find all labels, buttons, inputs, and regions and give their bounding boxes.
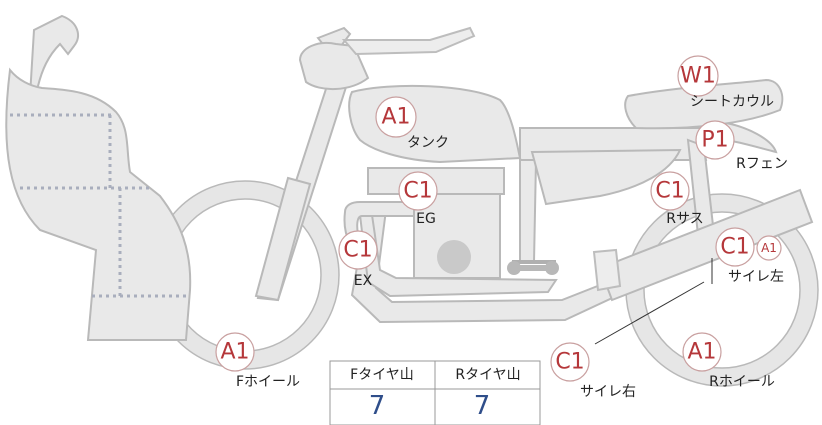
grade-circle (338, 230, 378, 270)
marker-seat-cowl: W1 シートカウル (677, 55, 774, 110)
grade-code: W1 (680, 64, 716, 89)
rear-fender (530, 120, 778, 206)
marker-muffler-left: C1 A1 サイレ左 (715, 227, 784, 285)
table-value-rear-tire: 7 (474, 391, 491, 421)
front-fork (254, 26, 476, 302)
tire-table: Fタイヤ山 Rタイヤ山 7 7 (329, 360, 541, 425)
grade-code: C1 (555, 350, 584, 375)
grade-code: A1 (381, 105, 410, 130)
grade-code: C1 (655, 179, 684, 204)
part-label: EX (354, 273, 373, 289)
grade-circle (650, 171, 690, 211)
extra-grade-circle (756, 235, 782, 261)
part-label: EG (416, 211, 436, 227)
part-label: サイレ左 (728, 269, 784, 285)
grade-circle (677, 55, 719, 97)
table-value-front-tire: 7 (369, 391, 386, 421)
part-label: タンク (407, 135, 449, 151)
grade-circle (695, 120, 735, 160)
grade-code: C1 (343, 238, 372, 263)
leader-muffler-right (594, 281, 705, 345)
part-label: サイレ右 (580, 384, 636, 400)
grade-circle (550, 342, 590, 382)
marker-muffler-right: C1 サイレ右 (550, 342, 636, 400)
part-label: Rサス (666, 211, 703, 227)
grade-circle (682, 332, 722, 372)
grade-circle (375, 96, 417, 138)
grade-circle (715, 227, 755, 267)
part-label: Rフェン (736, 156, 788, 172)
part-label: シートカウル (690, 94, 774, 110)
grade-code: C1 (720, 235, 749, 260)
grade-circle (398, 171, 438, 211)
grade-circle (215, 332, 255, 372)
grade-code: A1 (220, 340, 249, 365)
muffler (592, 188, 814, 302)
front-cowl (5, 14, 192, 341)
part-label: Rホイール (709, 374, 775, 390)
grade-code: C1 (403, 179, 432, 204)
part-label: Fホイール (236, 374, 300, 390)
table-header-rear-tire: Rタイヤ山 (455, 367, 520, 383)
extra-grade-code: A1 (761, 241, 777, 255)
table-header-front-tire: Fタイヤ山 (350, 367, 414, 383)
grade-code: P1 (701, 128, 728, 153)
grade-code: A1 (687, 340, 716, 365)
marker-tank: A1 タンク (375, 96, 449, 151)
